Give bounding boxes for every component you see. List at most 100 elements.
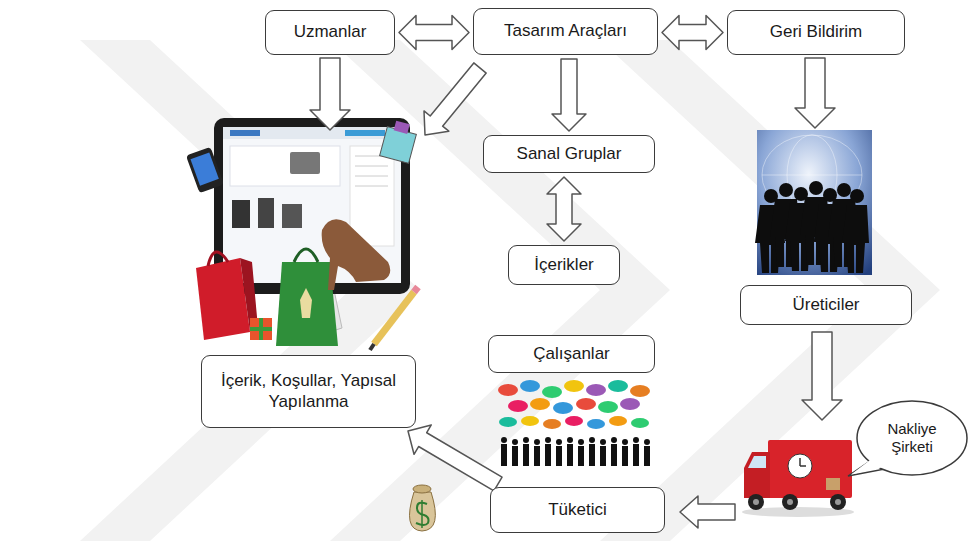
employees-illustration-part-part: [501, 437, 507, 443]
employees-illustration-part: [520, 380, 540, 392]
employees-illustration-part-part: [556, 439, 562, 445]
truck-illustration: [742, 440, 854, 517]
tablet-illustration-part: [355, 166, 388, 167]
tablet-illustration-part: [414, 287, 418, 292]
employees-illustration-part: [587, 419, 605, 429]
employees-illustration-part-part: [611, 444, 617, 466]
employees-illustration-part-part: [534, 439, 540, 445]
process-box: Sanal Gruplar: [483, 135, 655, 173]
layout-block-arrow-part: [424, 63, 486, 135]
employees-illustration-part: [498, 384, 518, 396]
employees-illustration-part-part: [600, 446, 606, 466]
box-label: Uzmanlar: [294, 22, 367, 42]
process-box: Tasarım Araçları: [473, 8, 658, 55]
tablet-illustration-part-part: [394, 121, 410, 134]
employees-illustration-part-part: [556, 446, 562, 466]
box-label: Üreticiler: [792, 295, 859, 315]
employees-illustration-part: [608, 380, 628, 392]
box-label: Çalışanlar: [533, 344, 610, 364]
truck-illustration-part: [782, 494, 798, 510]
employees-illustration: [498, 380, 650, 466]
tablet-illustration-part: [294, 249, 318, 262]
producers-illustration-part-part: [837, 183, 851, 197]
employees-illustration-part-part: [644, 446, 650, 466]
employees-illustration-part-part: [567, 444, 573, 466]
employees-illustration-part: [609, 416, 627, 426]
process-box: İçerik, Koşullar, Yapısal Yapılanma: [201, 355, 416, 428]
employees-illustration-part-part: [567, 437, 573, 443]
truck-illustration-part: [744, 452, 770, 498]
employees-illustration-part: [576, 398, 596, 410]
tablet-illustration-part: [350, 146, 394, 246]
employees-illustration-part: [499, 417, 517, 427]
employees-illustration-part: [564, 380, 584, 392]
truck-illustration-part: [787, 499, 793, 505]
box-label: İçerik, Koşullar, Yapısal Yapılanma: [210, 371, 407, 412]
employees-illustration-part-part: [600, 439, 606, 445]
truck-illustration-part: [748, 494, 764, 510]
producers-illustration-part-part: [850, 189, 864, 203]
employees-illustration-part: [530, 398, 550, 410]
tablet-illustration-part: [230, 146, 340, 186]
tablet-illustration-part: [258, 198, 274, 228]
tablet-illustration-part: [232, 200, 250, 228]
money-bag-illustration: [410, 485, 436, 531]
tablet-illustration-part: [223, 127, 401, 139]
tablet-illustration-part: [355, 176, 388, 177]
money-bag-illustration-part: [413, 485, 431, 493]
tablet-illustration-part: [322, 219, 391, 290]
tablet-illustration-part: [355, 186, 388, 187]
box-label: Tasarım Araçları: [504, 21, 627, 41]
speech-bubble: Nakliye Şirketi: [856, 400, 968, 476]
layout-block-arrow-part: [680, 496, 735, 528]
tablet-illustration-part: [374, 292, 414, 344]
employees-illustration-part-part: [545, 444, 551, 466]
employees-illustration-part-part: [501, 444, 507, 466]
process-box: Tüketici: [490, 487, 665, 533]
employees-illustration-part-part: [611, 437, 617, 443]
employees-illustration-part: [631, 418, 649, 428]
employees-illustration-part: [598, 401, 618, 413]
employees-illustration-part-part: [644, 439, 650, 445]
tablet-illustration-part-part: [190, 152, 218, 185]
box-label: Tüketici: [548, 500, 607, 520]
tablet-illustration-part: [290, 152, 320, 174]
employees-illustration-part-part: [523, 437, 529, 443]
truck-illustration-part: [826, 478, 840, 490]
tablet-illustration-part: [250, 327, 272, 331]
tablet-illustration-part: [276, 262, 338, 346]
truck-illustration-part: [830, 494, 846, 510]
speech-bubble-joint: [851, 459, 886, 475]
producers-illustration-part: [755, 181, 869, 273]
producers-illustration-part: [762, 175, 862, 176]
tablet-illustration-part: [380, 119, 419, 163]
double-block-arrow: [399, 16, 469, 50]
producers-illustration-part-part: [842, 205, 869, 273]
employees-illustration-part: [586, 384, 606, 396]
tablet-illustration-part: [345, 130, 385, 136]
box-label: Geri Bildirim: [770, 22, 863, 42]
truck-illustration-part: [788, 454, 812, 478]
tablet-illustration-part: [282, 204, 302, 228]
employees-illustration-part-part: [633, 437, 639, 443]
employees-illustration-part: [553, 402, 573, 414]
employees-illustration-part-part: [534, 446, 540, 466]
employees-illustration-part-part: [633, 444, 639, 466]
process-box: Üreticiler: [740, 285, 912, 325]
box-label: Nakliye Şirketi: [872, 420, 952, 456]
employees-illustration-part-part: [622, 439, 628, 445]
tablet-illustration-part: [208, 252, 228, 266]
layout-block-arrow-part: [802, 332, 842, 420]
box-label: Sanal Gruplar: [517, 144, 622, 164]
employees-illustration-part-part: [512, 439, 518, 445]
truck-illustration-part: [753, 499, 759, 505]
process-box: Geri Bildirim: [727, 10, 905, 55]
truck-illustration-part: [748, 456, 766, 468]
employees-illustration-part-part: [512, 446, 518, 466]
producers-illustration-part-part: [779, 183, 793, 197]
truck-illustration-part: [835, 499, 841, 505]
watermark-part: [80, 40, 420, 541]
tablet-illustration-part: [300, 288, 312, 318]
